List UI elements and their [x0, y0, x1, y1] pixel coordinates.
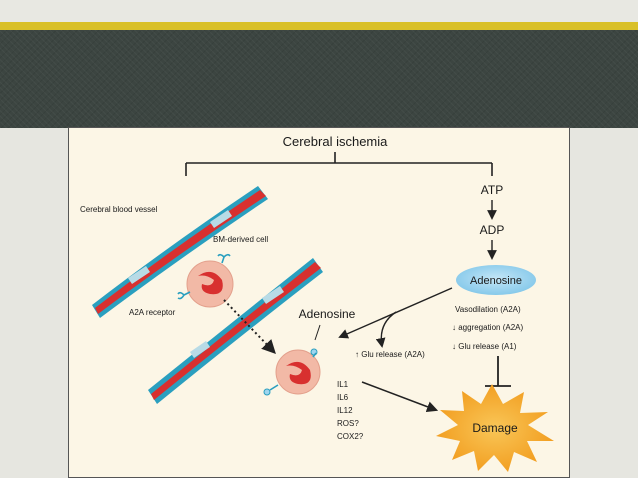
- slide-header-band: [0, 30, 638, 128]
- blood-vessel-lower: [148, 258, 323, 404]
- adenosine-node: Adenosine: [456, 265, 536, 295]
- cytokine-item: ROS?: [337, 419, 359, 428]
- damage-label: Damage: [472, 421, 518, 435]
- cell-label: BM-derived cell: [213, 235, 268, 244]
- adenosine-node-label: Adenosine: [470, 275, 522, 287]
- bm-derived-cell: [177, 253, 234, 308]
- adenosine-to-glu-arrow: [375, 311, 397, 348]
- cytokine-list: IL1 IL6 IL12 ROS? COX2?: [337, 380, 364, 441]
- glu-release-a1-text: ↓ Glu release (A1): [452, 342, 517, 351]
- slide-accent-bar: [0, 22, 638, 30]
- inhibition-line: [485, 356, 511, 387]
- atp-label: ATP: [481, 183, 503, 197]
- adp-label: ADP: [480, 223, 505, 237]
- title-bracket: [185, 152, 493, 176]
- cytokine-item: IL1: [337, 380, 349, 389]
- cytokine-item: IL12: [337, 406, 353, 415]
- glu-release-a2a-text: ↑ Glu release (A2A): [355, 350, 425, 359]
- damage-burst: Damage: [436, 384, 554, 472]
- migration-arrow: [223, 299, 276, 355]
- receptor-label: A2A receptor: [129, 308, 176, 317]
- slide-top-strip: [0, 0, 638, 22]
- blood-vessel-upper: [92, 186, 268, 318]
- vasodilation-text: Vasodilation (A2A): [455, 305, 521, 314]
- transmigrated-cell: [263, 348, 321, 396]
- adenosine-center-label: Adenosine: [299, 307, 356, 321]
- cytokines-to-damage-arrow: [361, 381, 439, 413]
- cytokine-item: COX2?: [337, 432, 364, 441]
- adenosine-pointer: [314, 324, 321, 341]
- cytokine-item: IL6: [337, 393, 349, 402]
- vessel-label: Cerebral blood vessel: [80, 205, 158, 214]
- diagram-title: Cerebral ischemia: [283, 134, 389, 149]
- aggregation-text: ↓ aggregation (A2A): [452, 323, 523, 332]
